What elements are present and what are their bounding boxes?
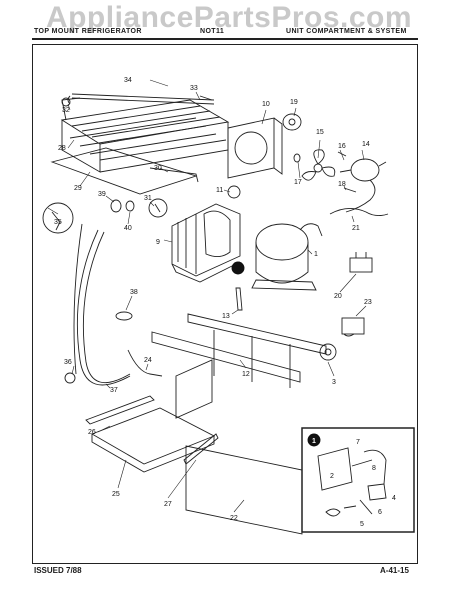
- callout-27: 27: [164, 501, 172, 508]
- callout-9: 9: [156, 239, 160, 246]
- callout-21: 21: [352, 225, 360, 232]
- header-section-title: UNIT COMPARTMENT & SYSTEM: [286, 28, 407, 35]
- clip-31[interactable]: [148, 198, 168, 218]
- clip-32[interactable]: [61, 97, 71, 107]
- callout-40: 40: [124, 225, 132, 232]
- callout-22: 22: [230, 515, 238, 522]
- header-model-type: TOP MOUNT REFRIGERATOR: [34, 28, 142, 35]
- callout-4: 4: [392, 495, 396, 502]
- detail-inset: [301, 427, 415, 533]
- pan-support[interactable]: [183, 433, 219, 465]
- callout-17: 17: [294, 179, 302, 186]
- callout-12: 12: [242, 371, 250, 378]
- clip-40[interactable]: [125, 200, 135, 212]
- tubing-clamp[interactable]: [227, 185, 241, 199]
- inset-marker-label: 1: [312, 438, 316, 445]
- callout-18: 18: [338, 181, 346, 188]
- header-model-number: NOT11: [200, 28, 225, 35]
- grommet-39[interactable]: [110, 199, 122, 213]
- mounting-grommet[interactable]: [319, 343, 337, 361]
- issued-date: ISSUED 7/88: [34, 566, 82, 575]
- callout-labels: 34 33 32 28 29 10 19 15 14 16 17 18 21 3…: [54, 77, 396, 528]
- callout-10: 10: [262, 101, 270, 108]
- callout-7: 7: [356, 439, 360, 446]
- grommet[interactable]: [293, 153, 301, 163]
- callout-38: 38: [130, 289, 138, 296]
- leader-lines: [47, 79, 367, 513]
- fan-motor[interactable]: [339, 158, 387, 213]
- callout-8: 8: [372, 465, 376, 472]
- callout-3: 3: [332, 379, 336, 386]
- callout-1: 1: [314, 251, 318, 258]
- tubing[interactable]: [149, 167, 199, 183]
- callout-25: 25: [112, 491, 120, 498]
- callout-19: 19: [290, 99, 298, 106]
- callout-37: 37: [110, 387, 118, 394]
- callout-15: 15: [316, 129, 324, 136]
- callout-35: 35: [54, 219, 62, 226]
- page-number: A-41-15: [380, 566, 409, 575]
- callout-6: 6: [378, 509, 382, 516]
- drain-tube[interactable]: [64, 372, 76, 384]
- filter-drier[interactable]: [235, 287, 243, 311]
- callout-34: 34: [124, 77, 132, 84]
- callout-20: 20: [334, 293, 342, 300]
- detail-marker: [231, 261, 245, 275]
- base-rails[interactable]: [151, 313, 327, 419]
- callout-33: 33: [190, 85, 198, 92]
- compressor[interactable]: [251, 223, 323, 291]
- pan-rail[interactable]: [85, 395, 155, 425]
- diagram-frame: [32, 44, 418, 564]
- callout-2: 2: [330, 473, 334, 480]
- clip[interactable]: [42, 202, 74, 234]
- motor-bracket[interactable]: [282, 113, 302, 131]
- wire-harness[interactable]: [329, 208, 389, 217]
- evaporator-coil[interactable]: [171, 203, 241, 283]
- callout-16: 16: [338, 143, 346, 150]
- mounting-plate[interactable]: [50, 147, 198, 195]
- callout-5: 5: [360, 521, 364, 528]
- relay[interactable]: [341, 317, 365, 337]
- condenser-tube[interactable]: [67, 93, 215, 105]
- callout-26: 26: [88, 429, 96, 436]
- capacitor[interactable]: [349, 252, 373, 273]
- drain-hose[interactable]: [73, 223, 131, 386]
- callout-31: 31: [144, 195, 152, 202]
- callout-13: 13: [222, 313, 230, 320]
- header-rule: [32, 38, 418, 40]
- callout-30: 30: [154, 165, 162, 172]
- power-wire[interactable]: [127, 349, 163, 377]
- callout-39: 39: [98, 191, 106, 198]
- rear-access-cover[interactable]: [185, 445, 303, 535]
- callout-11: 11: [216, 187, 223, 194]
- fan-blade[interactable]: [301, 149, 336, 181]
- fan-shroud[interactable]: [227, 117, 283, 179]
- watermark-logo: AppliancePartsPros.com: [45, 1, 413, 34]
- drain-pan[interactable]: [90, 407, 216, 473]
- callout-29: 29: [74, 185, 82, 192]
- motor-clip[interactable]: [337, 151, 357, 193]
- callout-32: 32: [62, 107, 70, 114]
- callout-24: 24: [144, 357, 152, 364]
- callout-23: 23: [364, 299, 372, 306]
- tie-strap[interactable]: [115, 311, 133, 321]
- callout-36: 36: [64, 359, 72, 366]
- callout-28: 28: [58, 145, 66, 152]
- callout-14: 14: [362, 141, 370, 148]
